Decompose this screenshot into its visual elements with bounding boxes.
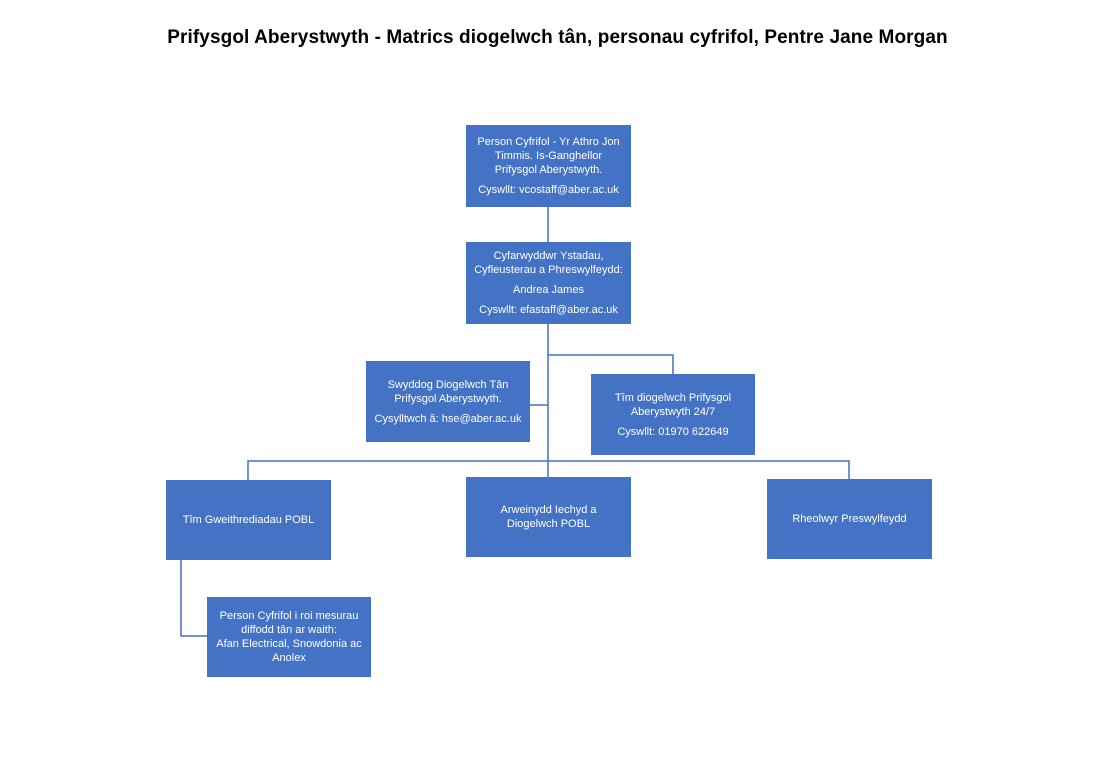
page-title: Prifysgol Aberystwyth - Matrics diogelwc… — [167, 27, 948, 48]
node-people-operations: Tîm Gweithrediadau POBL — [166, 480, 331, 560]
node-residence-managers: Rheolwyr Preswylfeydd — [767, 479, 932, 559]
node-health-safety-lead: Arweinydd Iechyd a Diogelwch POBL — [466, 477, 631, 557]
node-vc-line2: Timmis. Is-Ganghellor — [494, 150, 603, 162]
node-fire-officer-line2: Prifysgol Aberystwyth. — [394, 392, 502, 405]
node-fire-officer-contact: Cysylltwch â: hse@aber.ac.uk — [374, 412, 522, 425]
node-fire-contractor: Person Cyfrifol i roi mesurau diffodd tâ… — [207, 597, 371, 677]
node-contractor-line2: diffodd tân ar waith: — [241, 624, 337, 636]
node-director-name: Andrea James — [513, 284, 584, 296]
node-director-contact: Cyswllt: efastaff@aber.ac.uk — [479, 304, 618, 316]
node-vice-chancellor: Person Cyfrifol - Yr Athro Jon Timmis. I… — [466, 125, 631, 207]
node-director: Cyfarwyddwr Ystadau, Cyfleusterau a Phre… — [466, 242, 631, 324]
node-vc-contact: Cyswllt: vcostaff@aber.ac.uk — [478, 184, 619, 196]
node-vc-line1: Person Cyfrifol - Yr Athro Jon — [477, 136, 620, 148]
node-director-line1: Cyfarwyddwr Ystadau, — [493, 250, 604, 262]
node-residences-line1: Rheolwyr Preswylfeydd — [792, 513, 907, 525]
node-security-contact: Cyswllt: 01970 622649 — [617, 425, 729, 438]
node-security-line2: Aberystwyth 24/7 — [630, 405, 716, 418]
node-security-team: Tîm diogelwch Prifysgol Aberystwyth 24/7… — [591, 374, 755, 455]
node-vc-line3: Prifysgol Aberystwyth. — [494, 164, 603, 176]
node-contractor-line3: Afan Electrical, Snowdonia ac — [216, 638, 362, 650]
node-fire-officer-line1: Swyddog Diogelwch Tân — [387, 378, 509, 391]
node-people-ops-line1: Tîm Gweithrediadau POBL — [182, 514, 315, 526]
connector-contractor — [180, 560, 207, 637]
node-contractor-line4: Anolex — [272, 652, 306, 664]
node-contractor-line1: Person Cyfrifol i roi mesurau — [219, 610, 359, 622]
node-security-line1: Tîm diogelwch Prifysgol — [614, 391, 732, 404]
node-hs-lead-line2: Diogelwch POBL — [506, 518, 591, 530]
node-hs-lead-line1: Arweinydd Iechyd a — [500, 504, 597, 516]
node-fire-safety-officer: Swyddog Diogelwch Tân Prifysgol Aberystw… — [366, 361, 530, 442]
connector-security — [548, 354, 674, 374]
node-director-line2: Cyfleusterau a Phreswylfeydd: — [474, 264, 623, 276]
